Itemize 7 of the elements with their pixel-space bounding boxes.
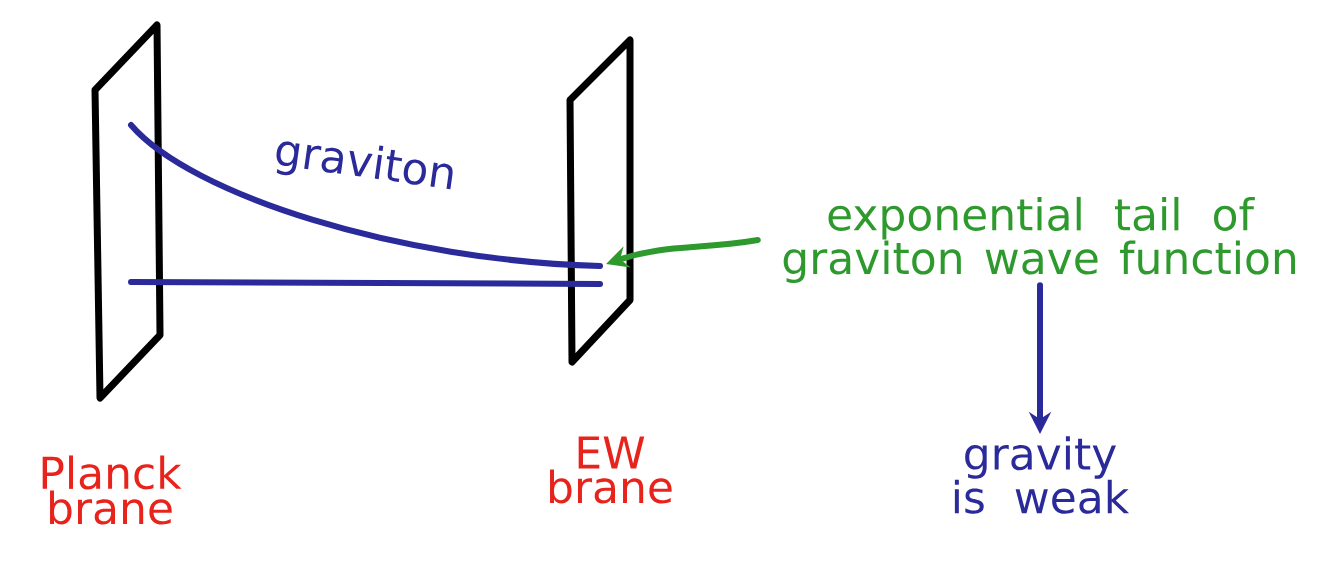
note-text: exponential tail of graviton wave function <box>783 196 1296 284</box>
edge-label: graviton <box>276 141 453 190</box>
connector <box>128 122 603 269</box>
brane-label: Planck brane <box>42 455 182 525</box>
connector <box>128 279 603 287</box>
brane-label: EW brane <box>550 436 672 504</box>
note-text: gravity is weak <box>954 436 1130 514</box>
